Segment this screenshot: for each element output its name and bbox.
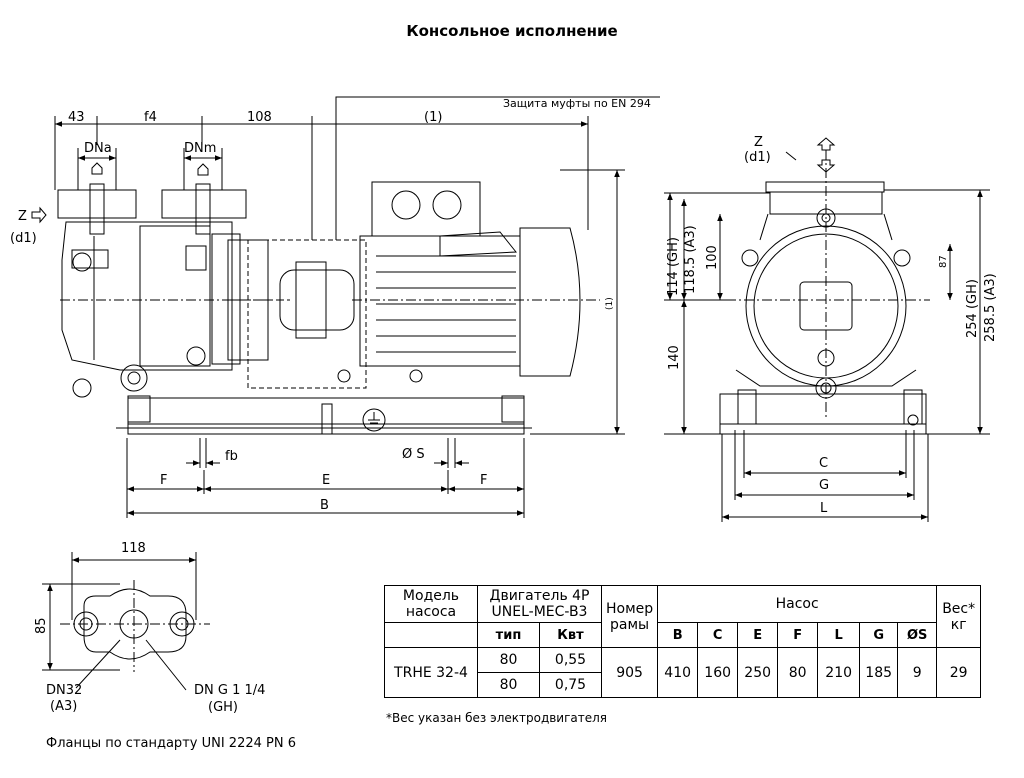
z-label-front: Z	[754, 135, 763, 150]
flange-standard-note: Фланцы по стандарту UNI 2224 PN 6	[46, 736, 296, 751]
header-kw: Квт	[539, 622, 602, 648]
cell-g: 185	[859, 647, 899, 698]
cell-kw-2: 0,75	[539, 672, 602, 698]
coupling-guard-label: Защита муфты по EN 294	[503, 97, 651, 110]
dim-100-label: 100	[705, 245, 720, 270]
dim-108-label: 108	[247, 110, 272, 125]
page-title: Консольное исполнение	[406, 22, 618, 40]
flange-85-label: 85	[34, 617, 49, 634]
header-col-f: F	[777, 622, 819, 648]
header-col-b: B	[657, 622, 699, 648]
header-model-spacer	[384, 622, 478, 648]
dim-g-label: G	[819, 478, 829, 493]
dim-118-5-a3-label: 118.5 (A3)	[683, 225, 698, 294]
cell-f: 80	[777, 647, 819, 698]
dim-c-label: C	[819, 456, 828, 471]
cell-s: 9	[897, 647, 938, 698]
header-motor: Двигатель 4P UNEL-MEC-B3	[477, 585, 602, 623]
cell-frame: 905	[600, 647, 659, 698]
fb-label: fb	[225, 449, 238, 464]
cell-type-2: 80	[477, 672, 540, 698]
phi-s-label: Ø S	[402, 447, 425, 462]
cell-model: TRHE 32-4	[384, 647, 478, 698]
header-model: Модель насоса	[384, 585, 478, 623]
cell-weight: 29	[936, 647, 982, 698]
dnm-label: DNm	[184, 141, 216, 156]
cell-b: 410	[657, 647, 699, 698]
dim-87-label: 87	[938, 255, 949, 268]
dim-1-vertical-label: (1)	[605, 297, 615, 310]
dim-f-right-label: F	[480, 473, 487, 488]
header-type: тип	[477, 622, 540, 648]
cell-e: 250	[737, 647, 779, 698]
dim-f4-label: f4	[144, 110, 157, 125]
a3-label: (A3)	[50, 699, 77, 714]
header-frame: Номер рамы	[600, 585, 659, 648]
z-label-side: Z	[18, 209, 27, 224]
side-view	[31, 96, 660, 518]
dim-b-label: B	[320, 498, 329, 513]
dim-258-5-a3-label: 258.5 (A3)	[983, 273, 998, 342]
d1-label-front: (d1)	[744, 150, 771, 165]
dim-e-label: E	[322, 473, 330, 488]
dim-114-gh-label: 114 (GH)	[666, 237, 681, 296]
header-col-c: C	[697, 622, 739, 648]
header-pump: Насос	[657, 585, 938, 623]
spec-table: Модель насоса Двигатель 4P UNEL-MEC-B3 Н…	[384, 585, 982, 698]
dna-label: DNa	[84, 141, 112, 156]
flange-detail	[42, 552, 210, 691]
front-view	[664, 137, 990, 522]
gh-label: (GH)	[208, 700, 238, 715]
cell-l: 210	[817, 647, 861, 698]
dim-140-label: 140	[667, 345, 682, 370]
cell-c: 160	[697, 647, 739, 698]
header-col-l: L	[817, 622, 861, 648]
dim-43-label: 43	[68, 110, 85, 125]
dim-254-gh-label: 254 (GH)	[965, 279, 980, 338]
flange-118-label: 118	[121, 541, 146, 556]
header-weight: Вес* кг	[936, 585, 982, 648]
dim-f-left-label: F	[160, 473, 167, 488]
header-col-g: G	[859, 622, 899, 648]
dim-1-label: (1)	[424, 110, 442, 125]
header-col-e: E	[737, 622, 779, 648]
header-col-s: ØS	[897, 622, 938, 648]
dn32-label: DN32	[46, 683, 82, 698]
dn-g-label: DN G 1 1/4	[194, 683, 265, 698]
weight-note: *Вес указан без электродвигателя	[386, 711, 608, 725]
d1-label-side: (d1)	[10, 231, 37, 246]
cell-kw-1: 0,55	[539, 647, 602, 673]
cell-type-1: 80	[477, 647, 540, 673]
dim-l-label: L	[820, 501, 828, 516]
